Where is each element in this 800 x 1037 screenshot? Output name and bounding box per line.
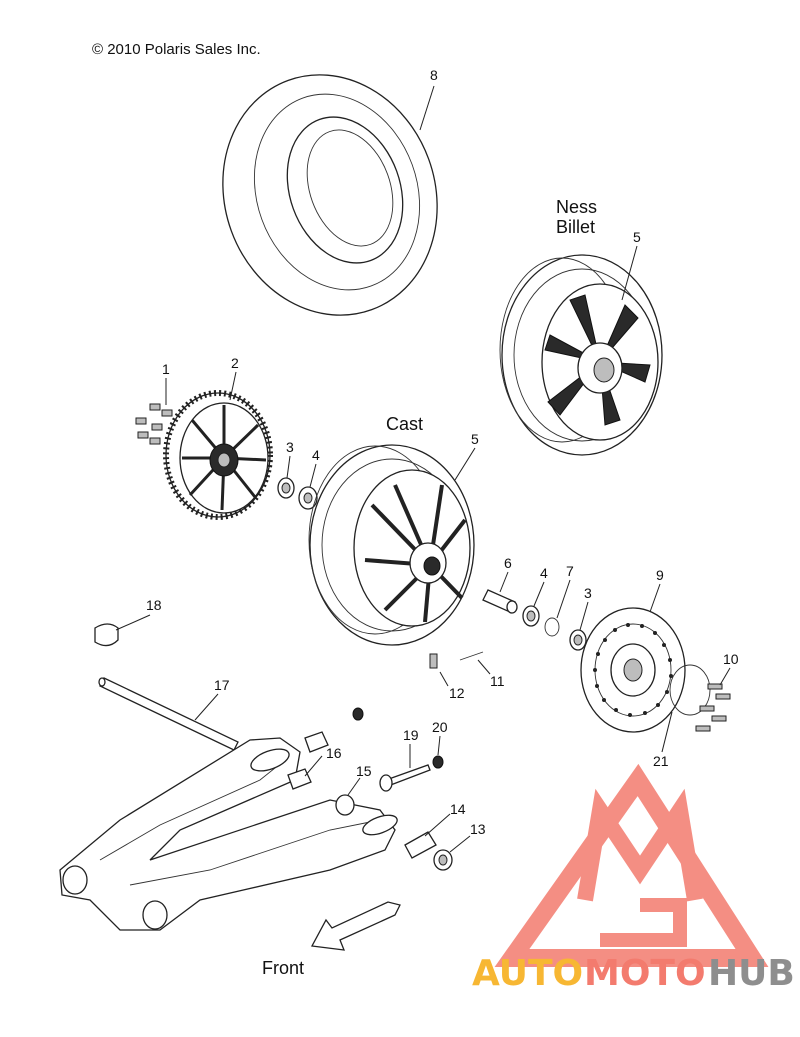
- callout-5-cast: 5: [471, 431, 479, 447]
- callout-16: 16: [326, 745, 342, 761]
- copyright-text: © 2010 Polaris Sales Inc.: [92, 41, 261, 58]
- callout-2: 2: [231, 355, 239, 371]
- callouts: 8 5 1 2 3 4 5 6 4 7 3 9 10 11 12 13 14: [115, 67, 739, 853]
- axle-nut: [433, 849, 453, 871]
- tire: [222, 74, 438, 316]
- ness-label-line1: Ness: [556, 197, 597, 217]
- watermark-text: AUTO MOTO HUB: [472, 953, 795, 994]
- callout-3-left: 3: [286, 439, 294, 455]
- pivot-bolt: [379, 764, 431, 792]
- cast-wheel: [308, 444, 475, 646]
- callout-1: 1: [162, 361, 170, 377]
- bearing-left: [277, 477, 295, 499]
- callout-8: 8: [430, 67, 438, 83]
- callout-19: 19: [403, 727, 419, 743]
- swingarm: [59, 737, 398, 931]
- rotor-bolts: [695, 683, 731, 732]
- watermark-hub: HUB: [708, 953, 795, 994]
- bushing-15: [335, 794, 355, 816]
- watermark-logo: [494, 763, 769, 967]
- spacer-right: [522, 605, 540, 627]
- callout-10: 10: [723, 651, 739, 667]
- pivot-nut: [352, 707, 444, 769]
- callout-4-right: 4: [540, 565, 548, 581]
- callout-21: 21: [653, 753, 669, 769]
- ness-billet-wheel: [499, 254, 663, 456]
- bushing-16: [287, 731, 329, 790]
- callout-11: 11: [490, 673, 505, 689]
- callout-18: 18: [146, 597, 162, 613]
- spacer-left: [298, 486, 318, 510]
- watermark-auto: AUTO: [472, 953, 583, 994]
- rear-pulley: [163, 390, 273, 520]
- callout-12: 12: [449, 685, 465, 701]
- callout-7: 7: [566, 563, 574, 579]
- front-label: Front: [262, 958, 304, 978]
- balance-weight: [459, 651, 484, 661]
- watermark-moto: MOTO: [584, 953, 706, 994]
- brake-rotor: [580, 607, 686, 733]
- callout-13: 13: [470, 821, 486, 837]
- callout-15: 15: [356, 763, 372, 779]
- snap-ring: [544, 617, 560, 637]
- callout-9: 9: [656, 567, 664, 583]
- valve-stem: [429, 653, 438, 669]
- callout-17: 17: [214, 677, 230, 693]
- callout-20: 20: [432, 719, 448, 735]
- callout-3-right: 3: [584, 585, 592, 601]
- adjuster-plate: [404, 831, 437, 859]
- callout-5-ness: 5: [633, 229, 641, 245]
- callout-14: 14: [450, 801, 466, 817]
- callout-4-left: 4: [312, 447, 320, 463]
- pulley-bolts: [135, 403, 173, 445]
- bearing-right: [569, 629, 587, 651]
- axle-adjuster: [94, 623, 119, 647]
- ness-label-line2: Billet: [556, 217, 595, 237]
- cast-label: Cast: [386, 414, 423, 434]
- axle-spacer: [482, 589, 518, 614]
- rotor-spacer-ring: [669, 664, 711, 716]
- front-arrow: [310, 901, 401, 951]
- callout-6: 6: [504, 555, 512, 571]
